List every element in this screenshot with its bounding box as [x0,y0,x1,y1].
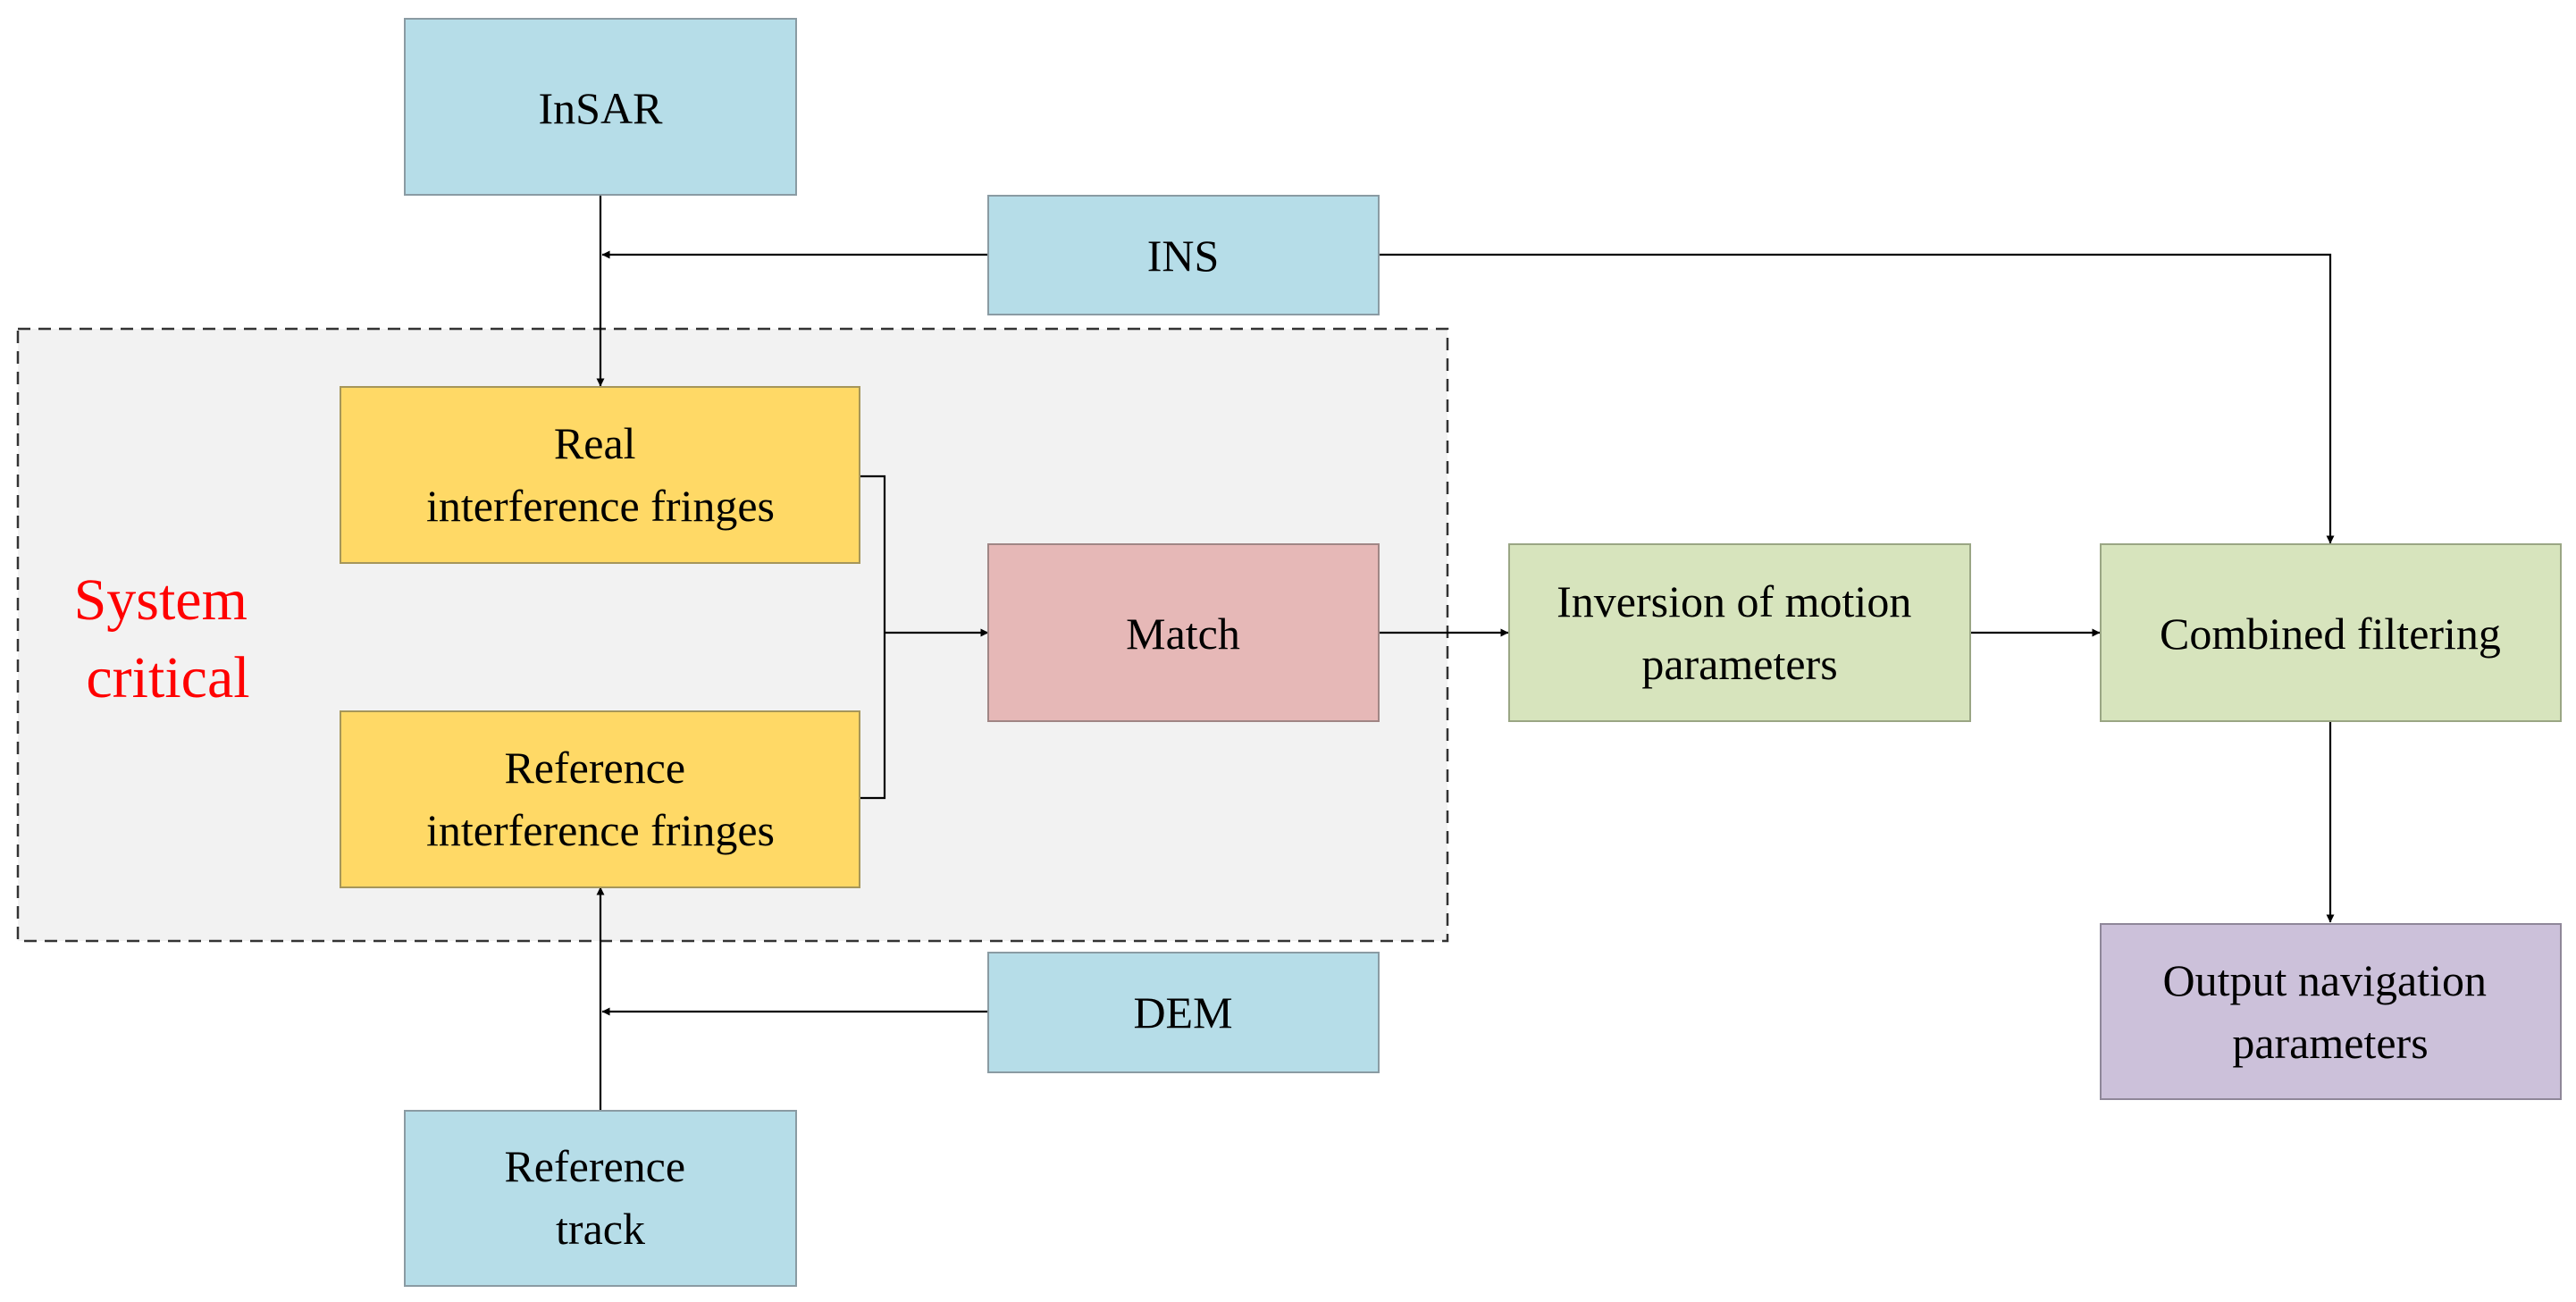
node-insar-label: InSAR [539,83,664,133]
node-combined-filtering-box [2100,543,2562,722]
node-reference-fringes-label: Reference interference fringes [426,743,775,855]
node-reference-track-box [404,1110,797,1287]
system-critical-label-line-1: System [74,567,248,633]
node-match-box [987,543,1380,722]
node-dem: DEM [987,952,1380,1073]
bracket-fringes [860,475,886,800]
node-insar: InSAR [404,18,797,196]
node-insar-box [404,18,797,196]
node-inversion-label: Inversion of motion parameters [1557,576,1923,689]
connectors [596,195,2335,1110]
system-critical-label-line-2: critical [86,645,249,710]
node-dem-box [987,952,1380,1073]
node-reference-fringes-box [340,710,860,888]
system-critical-label: System critical [74,567,263,710]
node-real-fringes-box [340,386,860,564]
arrow-ins-to-combined-filtering [1379,253,2335,544]
node-match-label: Match [1126,609,1240,659]
node-real-fringes-label: Real interference fringes [426,418,775,531]
node-reference-fringes: Reference interference fringes [340,710,860,888]
node-real-fringes: Real interference fringes [340,386,860,564]
node-inversion-box [1508,543,1971,722]
node-output-navigation-label: Output navigation parameters [2163,955,2498,1068]
node-output-navigation-box [2100,923,2562,1100]
node-ins: INS [987,195,1380,315]
node-reference-track: Reference track [404,1110,797,1287]
node-reference-track-label: Reference track [504,1141,696,1254]
node-dem-label: DEM [1133,987,1232,1037]
node-ins-box [987,195,1380,315]
node-match: Match [987,543,1380,722]
node-inversion: Inversion of motion parameters [1508,543,1971,722]
node-output-navigation: Output navigation parameters [2100,923,2562,1100]
node-combined-filtering-label: Combined filtering [2160,609,2501,659]
node-combined-filtering: Combined filtering [2100,543,2562,722]
node-ins-label: INS [1147,231,1220,281]
